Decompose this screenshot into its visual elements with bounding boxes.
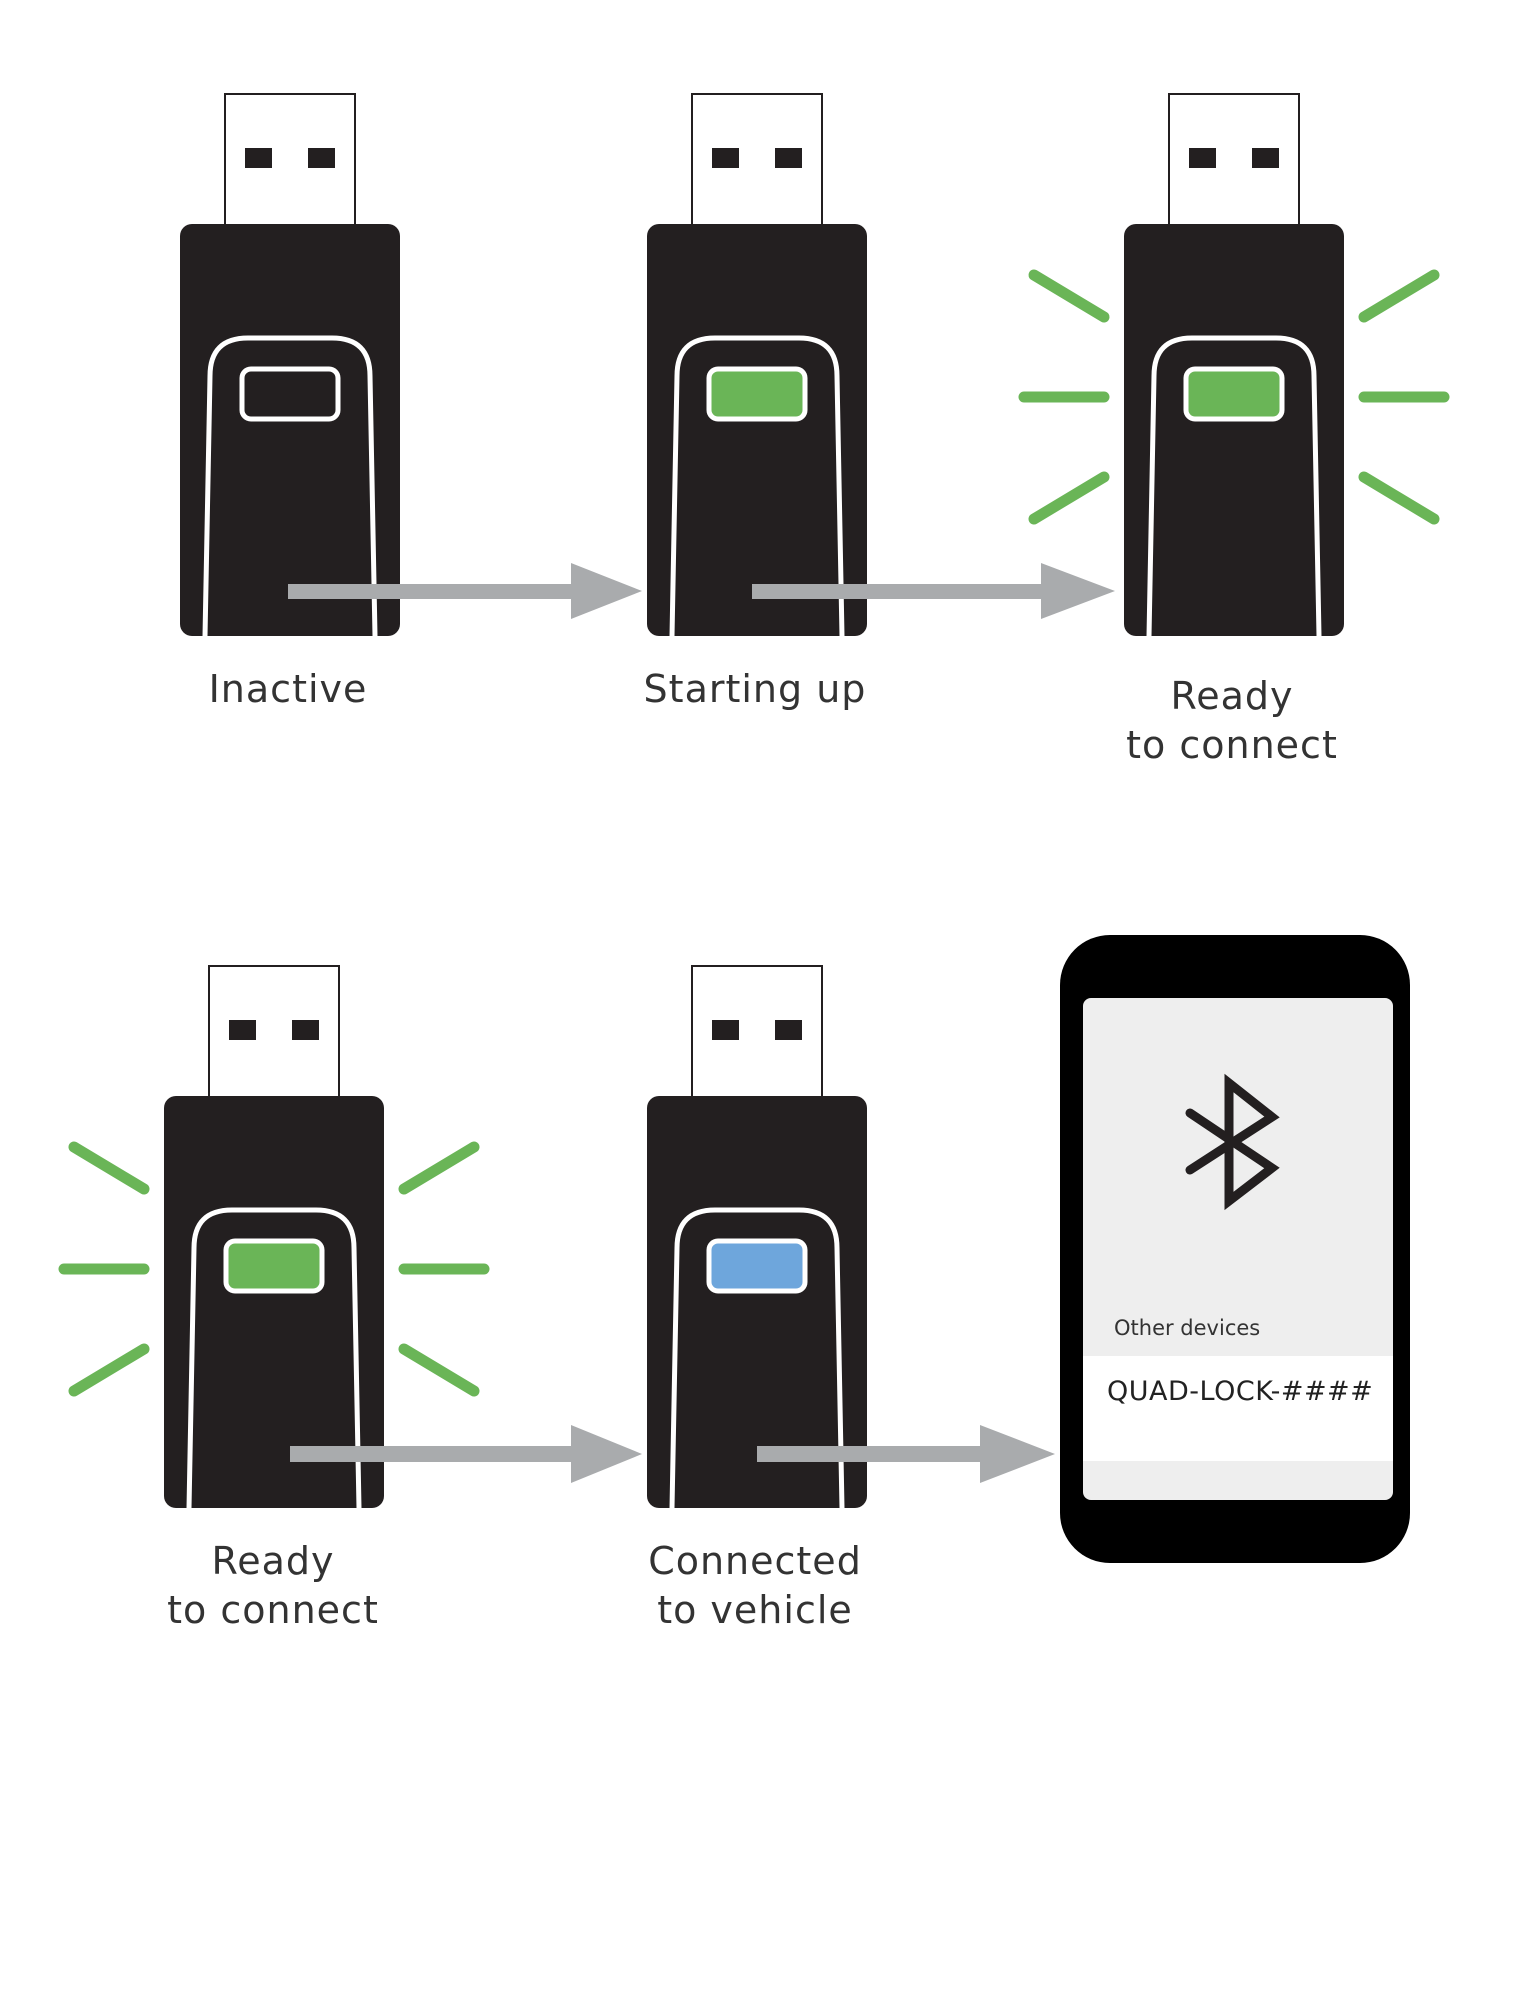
blink-rays xyxy=(58,1141,490,1397)
dongle-inlay-outline xyxy=(669,1207,845,1509)
dongle-inlay-outline xyxy=(669,335,845,637)
blink-ray-right-top xyxy=(398,1141,480,1195)
dongle-body xyxy=(180,224,400,636)
blink-ray-right-top xyxy=(1358,269,1440,323)
status-led xyxy=(239,366,341,422)
usb-connector xyxy=(208,965,340,1099)
arrow-shaft xyxy=(290,1446,573,1462)
device-list-item-quad-lock[interactable]: QUAD-LOCK-#### xyxy=(1107,1376,1374,1407)
usb-dongle-starting-up xyxy=(647,93,867,637)
arrow-shaft xyxy=(752,584,1043,599)
blink-ray-left-top xyxy=(1028,269,1110,323)
arrow-shaft xyxy=(288,584,573,599)
dongle-inlay-outline xyxy=(202,335,378,637)
usb-connector-hole-right xyxy=(775,1020,802,1040)
other-devices-heading: Other devices xyxy=(1114,1316,1261,1340)
arrow-inactive-to-starting xyxy=(288,563,642,619)
usb-connector-hole-left xyxy=(229,1020,256,1040)
usb-connector-hole-right xyxy=(292,1020,319,1040)
arrow-head xyxy=(1041,563,1115,619)
usb-dongle-ready-to-connect-2 xyxy=(58,965,490,1509)
blink-ray-left-bottom xyxy=(68,1343,150,1397)
usb-connector-hole-right xyxy=(1252,148,1279,168)
status-led xyxy=(706,366,808,422)
state-label-inactive: Inactive xyxy=(208,667,368,711)
usb-connector xyxy=(691,965,823,1099)
usb-connector-hole-left xyxy=(1189,148,1216,168)
blink-rays xyxy=(1018,269,1450,525)
dongle-body xyxy=(647,1096,867,1508)
usb-connector xyxy=(224,93,356,227)
status-led xyxy=(223,1238,325,1294)
state-label-starting-up: Starting up xyxy=(643,667,867,711)
usb-connector-hole-left xyxy=(712,1020,739,1040)
usb-connector-hole-right xyxy=(308,148,335,168)
arrow-ready-to-connected xyxy=(290,1425,642,1483)
dongle-inlay-outline xyxy=(1146,335,1322,637)
blink-ray-left-top xyxy=(68,1141,150,1195)
usb-dongle-inactive xyxy=(180,93,400,637)
status-led xyxy=(1183,366,1285,422)
arrow-head xyxy=(571,563,642,619)
dongle-body xyxy=(1124,224,1344,636)
bluetooth-icon xyxy=(1185,1073,1280,1211)
phone xyxy=(1060,935,1410,1563)
usb-connector xyxy=(691,93,823,227)
dongle-body xyxy=(647,224,867,636)
usb-connector-hole-right xyxy=(775,148,802,168)
usb-connector-hole-left xyxy=(712,148,739,168)
state-label-ready-to-connect-1: Ready to connect xyxy=(1126,674,1338,767)
dongle-body xyxy=(164,1096,384,1508)
dongle-inlay-outline xyxy=(186,1207,362,1509)
state-label-ready-to-connect-2: Ready to connect xyxy=(167,1539,379,1632)
device-list-row xyxy=(1083,1356,1393,1461)
usb-connector-hole-left xyxy=(245,148,272,168)
transition-arrows xyxy=(288,563,1115,1483)
arrow-head xyxy=(980,1425,1055,1483)
blink-ray-right-bottom xyxy=(1358,471,1440,525)
usb-dongle-connected xyxy=(647,965,867,1509)
status-led xyxy=(706,1238,808,1294)
arrow-starting-to-ready xyxy=(752,563,1115,619)
arrow-head xyxy=(571,1425,642,1483)
usb-connector xyxy=(1168,93,1300,227)
blink-ray-right-bottom xyxy=(398,1343,480,1397)
state-label-connected: Connected to vehicle xyxy=(648,1539,862,1632)
usb-dongle-ready-to-connect-1 xyxy=(1018,93,1450,637)
arrow-connected-to-phone xyxy=(757,1425,1055,1483)
arrow-shaft xyxy=(757,1446,982,1462)
blink-ray-left-bottom xyxy=(1028,471,1110,525)
